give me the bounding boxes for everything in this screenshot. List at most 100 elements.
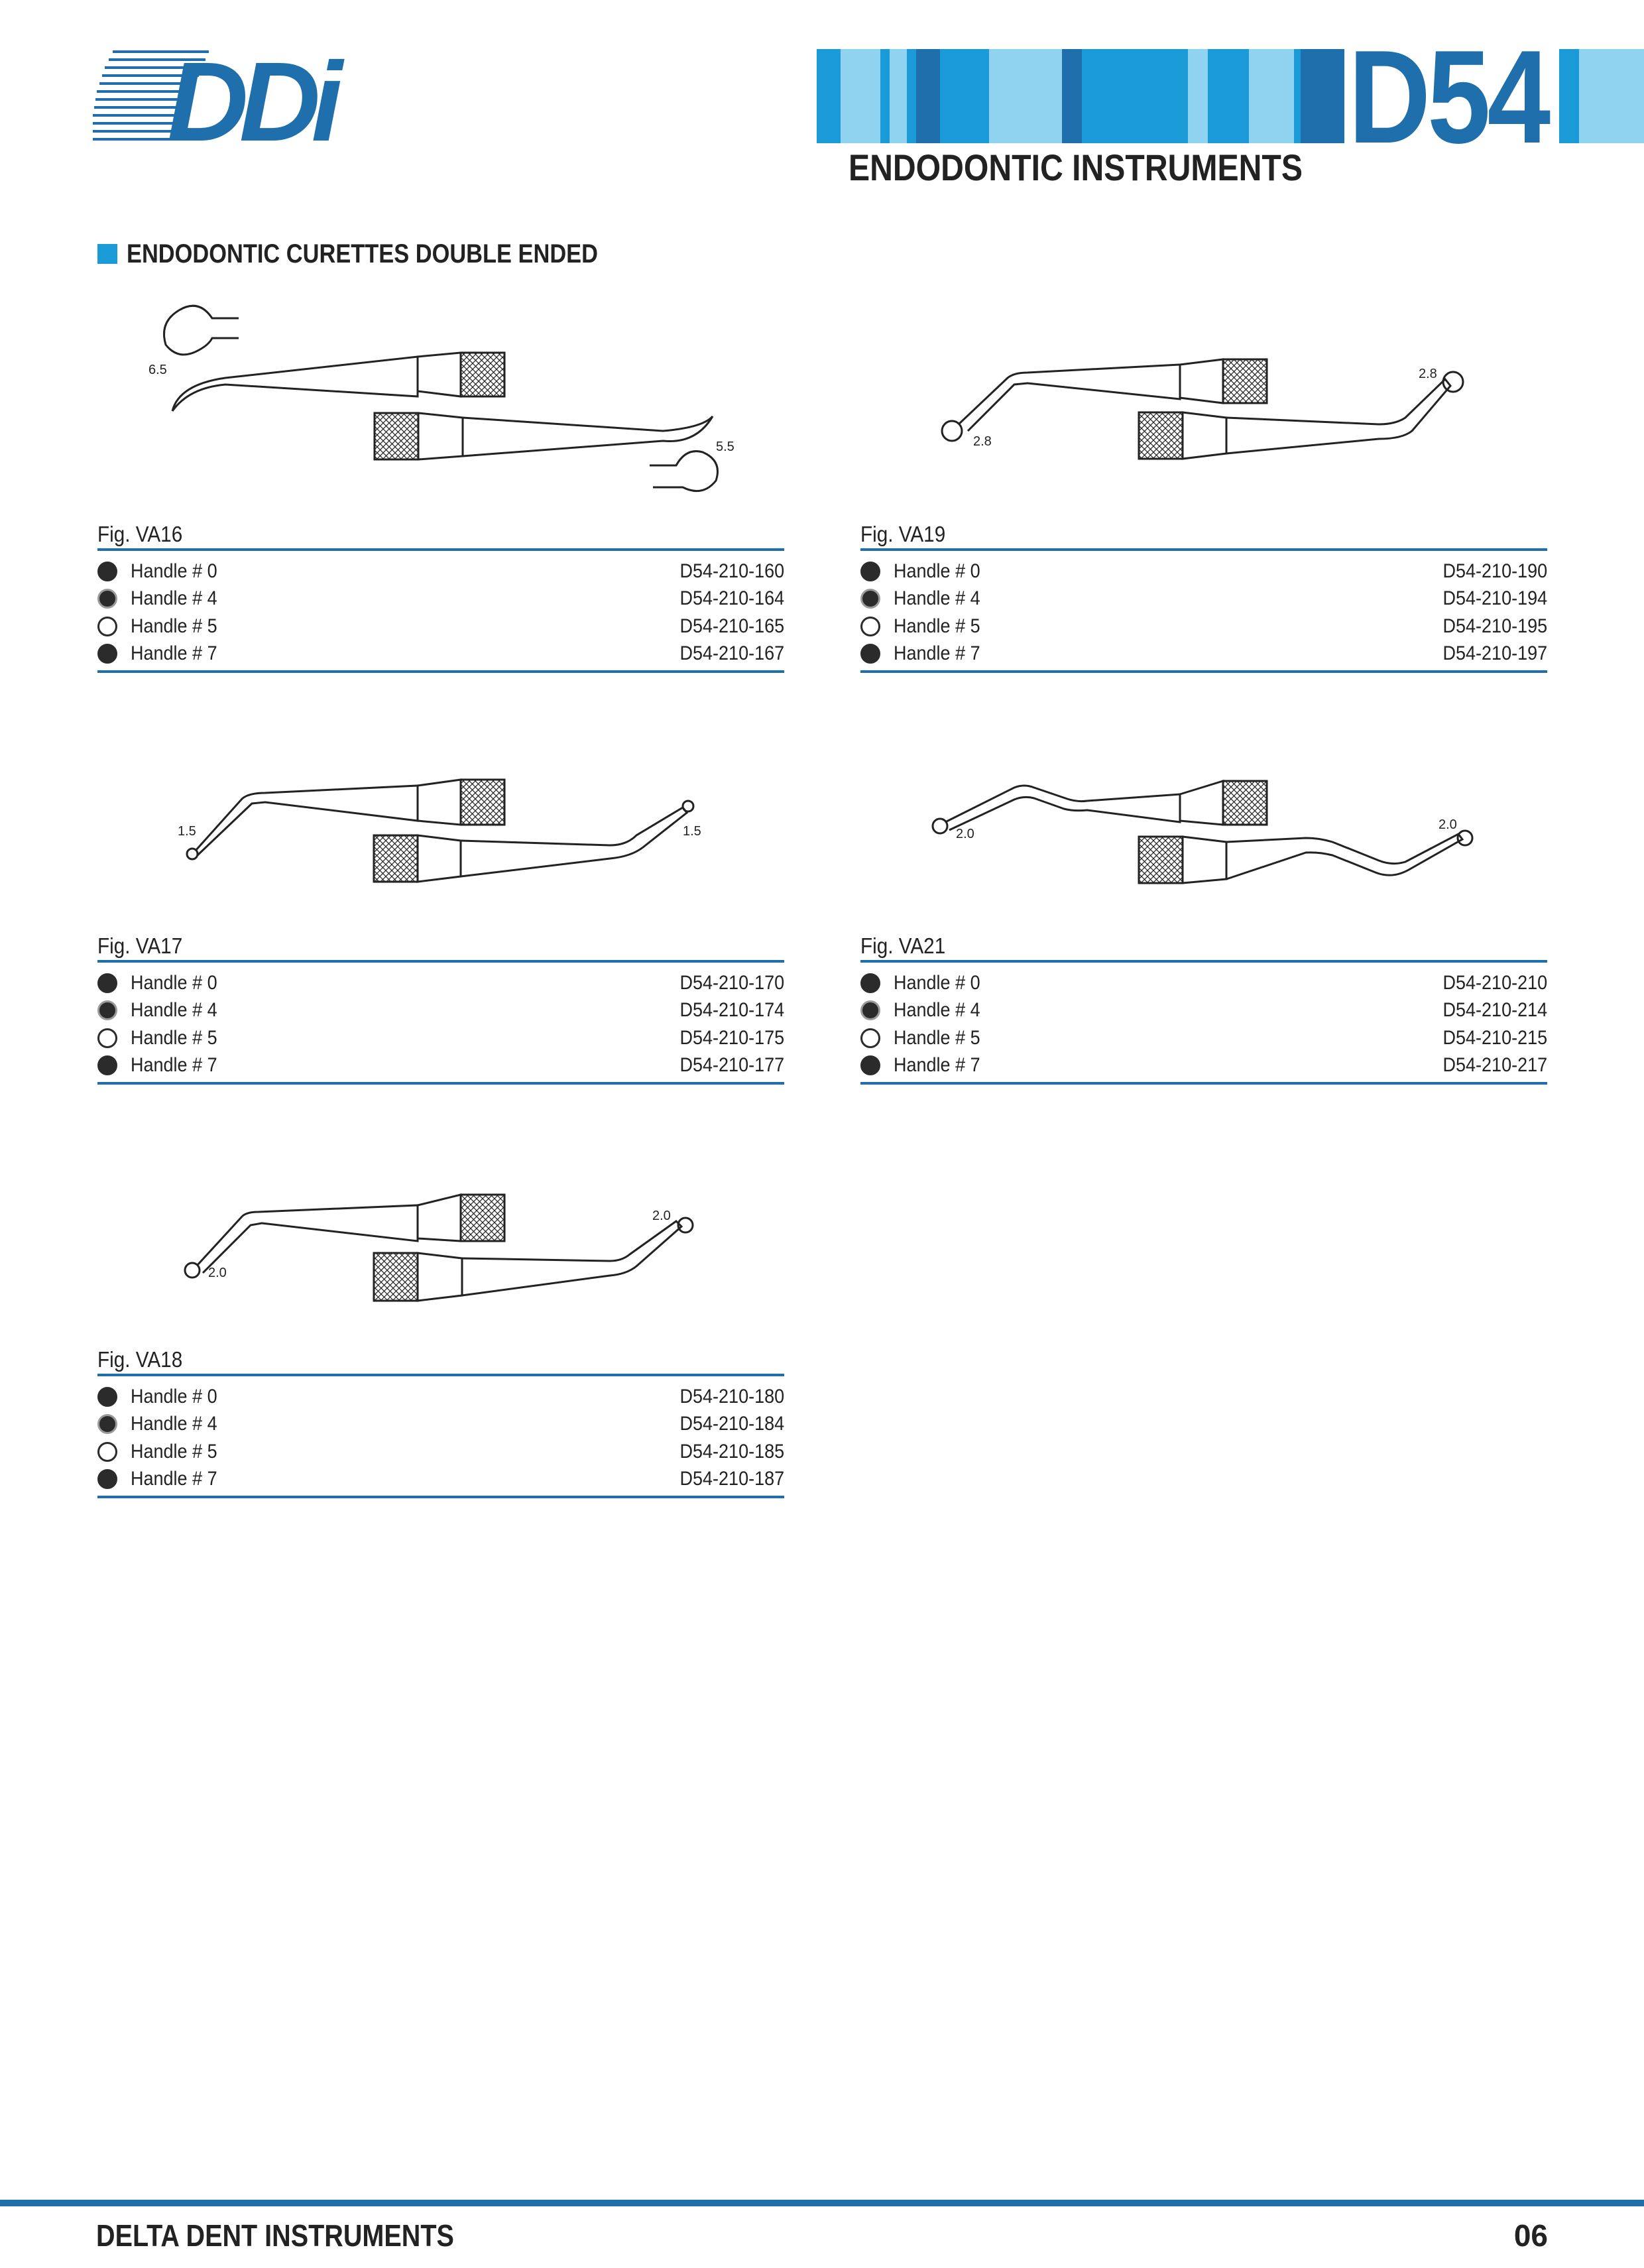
ball-tip bbox=[931, 817, 949, 835]
product-code: D54-210-214 bbox=[1442, 999, 1547, 1022]
ball-tip bbox=[677, 1217, 694, 1234]
figure-top-rule bbox=[97, 1374, 784, 1376]
handle-marker-icon bbox=[97, 616, 117, 636]
handle-label: Handle # 7 bbox=[131, 1054, 217, 1077]
upper-instrument bbox=[941, 358, 1268, 442]
figure-top-rule bbox=[860, 960, 1547, 963]
list-item: Handle # 0 D54-210-190 bbox=[860, 558, 1547, 585]
handle-label: Handle # 4 bbox=[131, 999, 217, 1022]
handle-label: Handle # 4 bbox=[894, 999, 980, 1022]
handle-label: Handle # 5 bbox=[131, 1026, 217, 1049]
handle-label: Handle # 5 bbox=[131, 1440, 217, 1462]
knurled-handle bbox=[373, 1252, 419, 1302]
upper-instrument bbox=[931, 779, 1268, 835]
dim-label: 6.5 bbox=[148, 363, 167, 377]
figure-label: Fig. VA17 bbox=[97, 933, 183, 958]
lower-instrument bbox=[1138, 371, 1464, 460]
figure-top-rule bbox=[860, 548, 1547, 551]
footer-company: DELTA DENT INSTRUMENTS bbox=[96, 2218, 454, 2253]
footer-rule bbox=[0, 2200, 1644, 2206]
dim-label: 2.8 bbox=[973, 434, 992, 449]
section-heading: ENDODONTIC CURETTES DOUBLE ENDED bbox=[97, 237, 675, 270]
handle-marker-icon bbox=[860, 1000, 880, 1021]
handle-marker-icon bbox=[97, 1000, 117, 1021]
cone bbox=[417, 412, 464, 461]
ball-tip bbox=[681, 800, 695, 813]
cone bbox=[416, 1193, 462, 1242]
dim-label: 2.0 bbox=[956, 827, 974, 841]
logo-text: DDi bbox=[167, 46, 345, 146]
handle-marker-icon bbox=[860, 589, 880, 609]
handle-label: Handle # 7 bbox=[894, 1054, 980, 1077]
handle-label: Handle # 5 bbox=[894, 615, 980, 637]
handle-marker-icon bbox=[860, 973, 880, 993]
figure-label: Fig. VA16 bbox=[97, 522, 183, 546]
logo-speed-lines bbox=[93, 50, 209, 141]
handle-marker-icon bbox=[860, 644, 880, 664]
knurled-handle bbox=[373, 834, 419, 883]
figure-top-rule bbox=[97, 960, 784, 963]
header-color-bars bbox=[817, 49, 1644, 143]
list-item: Handle # 4 D54-210-194 bbox=[860, 585, 1547, 613]
product-code: D54-210-187 bbox=[679, 1468, 784, 1490]
instrument-drawing-va21: 2.0 2.0 bbox=[931, 779, 1474, 884]
lower-instrument bbox=[373, 1217, 694, 1302]
handle-label: Handle # 7 bbox=[131, 1468, 217, 1490]
product-code: D54-210-215 bbox=[1442, 1026, 1547, 1049]
cone bbox=[1181, 411, 1228, 460]
list-item: Handle # 7 D54-210-187 bbox=[97, 1466, 784, 1494]
working-tip bbox=[171, 355, 419, 412]
shank bbox=[196, 1204, 419, 1274]
handle-label: Handle # 0 bbox=[894, 560, 980, 582]
upper-instrument bbox=[184, 1193, 506, 1279]
handle-marker-icon bbox=[860, 1028, 880, 1048]
product-code: D54-210-170 bbox=[679, 971, 784, 994]
knurled-handle bbox=[459, 1193, 506, 1242]
dim-label: 2.0 bbox=[1439, 817, 1457, 832]
ddi-logo: DDi bbox=[93, 46, 351, 146]
product-code: D54-210-165 bbox=[679, 615, 784, 637]
handle-marker-icon bbox=[97, 973, 117, 993]
handle-marker-icon bbox=[97, 1414, 117, 1435]
handle-marker-icon bbox=[97, 1469, 117, 1490]
knurled-handle bbox=[459, 351, 506, 398]
handle-marker-icon bbox=[97, 644, 117, 664]
handle-label: Handle # 7 bbox=[131, 642, 217, 665]
figure-bottom-rule bbox=[860, 670, 1547, 673]
product-code: D54-210-190 bbox=[1442, 560, 1547, 582]
figure-bottom-rule bbox=[97, 1082, 784, 1085]
category-title: ENDODONTIC INSTRUMENTS bbox=[849, 147, 1303, 188]
handle-label: Handle # 0 bbox=[131, 971, 217, 994]
shank bbox=[462, 415, 714, 457]
ball-tip bbox=[1456, 829, 1474, 847]
upper-instrument bbox=[186, 778, 506, 861]
instrument-drawing-va17: 1.5 1.5 bbox=[178, 778, 701, 883]
section-title: ENDODONTIC CURETTES DOUBLE ENDED bbox=[127, 239, 598, 269]
upper-instrument bbox=[171, 351, 506, 412]
ball-tip bbox=[1442, 371, 1464, 393]
handle-label: Handle # 4 bbox=[131, 1413, 217, 1435]
cone bbox=[416, 1252, 463, 1302]
handle-marker-icon bbox=[97, 1028, 117, 1048]
figure-top-rule bbox=[97, 548, 784, 551]
shank bbox=[1226, 833, 1464, 880]
shank bbox=[194, 784, 419, 857]
handle-label: Handle # 5 bbox=[131, 615, 217, 637]
product-code: D54-210-194 bbox=[1442, 587, 1547, 610]
cone bbox=[1179, 779, 1224, 826]
lower-instrument bbox=[373, 800, 695, 883]
handle-label: Handle # 4 bbox=[894, 587, 980, 610]
shank bbox=[1226, 377, 1452, 455]
tip-loop-top bbox=[163, 304, 239, 356]
